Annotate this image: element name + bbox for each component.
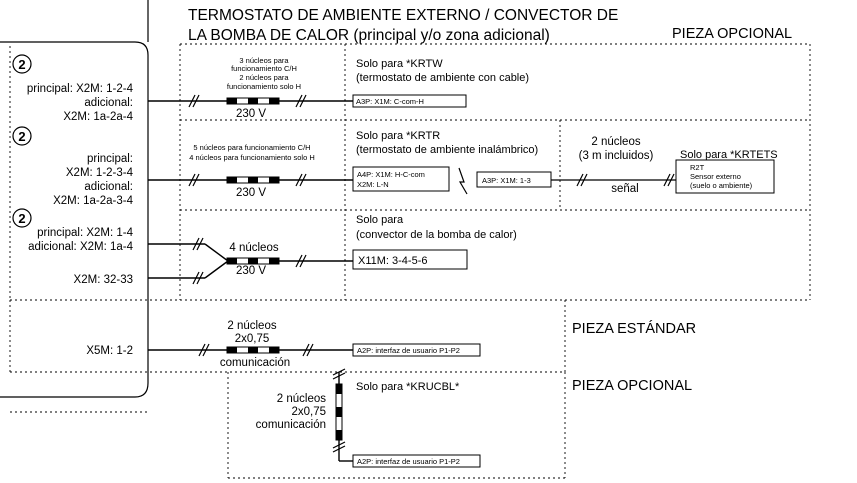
title-line-1: TERMOSTATO DE AMBIENTE EXTERNO / CONVECT…	[188, 7, 618, 24]
wireless-lightning-icon	[458, 167, 468, 195]
circle-marker-2	[12, 126, 32, 146]
row3-terminal-box	[352, 249, 468, 270]
row5-comm: comunicación	[256, 419, 326, 431]
row1-cores-1: 3 núcleos para	[239, 56, 289, 65]
row2-sensor-only-for: Solo para *KRTETS	[680, 149, 778, 161]
row1-cores-4: funcionamiento solo H	[227, 82, 301, 91]
row3-slash-marks	[192, 237, 307, 285]
row2-cable-cores-1: 2 núcleos	[591, 136, 640, 148]
row1-slash-marks	[188, 94, 307, 108]
row2-voltage: 230 V	[236, 187, 266, 199]
marker-3-text: 2	[18, 211, 25, 226]
row4-shielding	[226, 346, 280, 354]
row2-only-for: Solo para *KRTR	[356, 130, 440, 142]
row3-shielding	[226, 257, 280, 265]
row2-a4p-box	[352, 166, 450, 192]
sensor-line-3: (suelo o ambiente)	[690, 181, 753, 190]
row3-junction	[204, 243, 229, 279]
row2-left-3: adicional:	[84, 181, 133, 193]
row3-left-2: adicional: X2M: 1a-4	[28, 241, 133, 253]
row3-voltage: 230 V	[236, 265, 266, 277]
row4-terminal: A2P: interfaz de usuario P1-P2	[357, 346, 460, 355]
row2-only-for-desc: (termostato de ambiente inalámbrico)	[356, 144, 538, 156]
row2-a4p-2: X2M: L-N	[357, 180, 389, 189]
row1-left-2: adicional:	[84, 97, 133, 109]
row1-left-1: principal: X2M: 1-2-4	[27, 83, 134, 95]
row5-cores-1: 2 núcleos	[277, 393, 326, 405]
row3-only-for: Solo para	[356, 214, 404, 226]
title-line-2: LA BOMBA DE CALOR (principal y/o zona ad…	[188, 27, 550, 44]
row1-only-for-desc: (termostato de ambiente con cable)	[356, 72, 529, 84]
row1-shielding	[226, 97, 280, 105]
marker-2-text: 2	[18, 129, 25, 144]
row5-slash-marks	[332, 368, 346, 453]
row2-left-1: principal:	[87, 153, 133, 165]
row2-slash-marks	[188, 173, 307, 187]
row1-cores-3: 2 núcleos para	[239, 73, 289, 82]
row5-terminal-box	[352, 454, 481, 468]
row1-terminal-box	[352, 94, 467, 108]
row5-terminal: A2P: interfaz de usuario P1-P2	[357, 457, 460, 466]
row3-left-3: X2M: 32-33	[74, 274, 133, 286]
row4-cores-2: 2x0,75	[235, 333, 270, 345]
row1-terminal: A3P: X1M: C-com-H	[356, 97, 424, 106]
row2-cable-cores-2: (3 m incluidos)	[579, 150, 654, 162]
circle-marker-3	[12, 208, 32, 228]
sensor-line-2: Sensor externo	[690, 172, 741, 181]
row3-terminal: X11M: 3-4-5-6	[358, 255, 428, 267]
sensor-line-1: R2T	[690, 163, 705, 172]
row5-only-for: Solo para *KRUCBL*	[356, 381, 460, 393]
row3-left-1: principal: X2M: 1-4	[37, 227, 133, 239]
row1-only-for: Solo para *KRTW	[356, 58, 443, 70]
unit-outline	[0, 41, 149, 398]
row2-signal: señal	[611, 183, 639, 195]
row2-a4p-1: A4P: X1M: H-C-com	[357, 170, 425, 179]
row4-cores-1: 2 núcleos	[227, 320, 276, 332]
row2-left-4: X2M: 1a-2a-3-4	[53, 195, 134, 207]
row1-left-3: X2M: 1a-2a-4	[63, 111, 133, 123]
row3-cores: 4 núcleos	[229, 242, 278, 254]
row2-cores-1: 5 núcleos para funcionamiento C/H	[193, 143, 310, 152]
optional-label-top: PIEZA OPCIONAL	[672, 26, 792, 42]
row5-cores-2: 2x0,75	[291, 406, 326, 418]
row4-slash-marks	[198, 343, 314, 357]
row2-shielding	[226, 176, 280, 184]
row4-comm: comunicación	[220, 357, 290, 369]
row3-only-for-desc: (convector de la bomba de calor)	[356, 229, 517, 241]
circle-marker-1	[12, 54, 32, 74]
row2-left-2: X2M: 1-2-3-4	[66, 167, 134, 179]
row5-shielding	[335, 383, 343, 441]
row2-a3p: A3P: X1M: 1-3	[482, 176, 531, 185]
standard-label: PIEZA ESTÁNDAR	[572, 320, 696, 337]
row2-signal-slashes	[576, 173, 675, 187]
row2-cores-2: 4 núcleos para funcionamiento solo H	[189, 153, 315, 162]
sensor-box	[675, 159, 775, 194]
row4-left: X5M: 1-2	[86, 345, 133, 357]
row1-cores-2: funcionamiento C/H	[231, 64, 297, 73]
row4-terminal-box	[352, 343, 481, 357]
optional-label-bottom: PIEZA OPCIONAL	[572, 378, 692, 394]
marker-1-text: 2	[18, 57, 25, 72]
row1-voltage: 230 V	[236, 108, 266, 120]
